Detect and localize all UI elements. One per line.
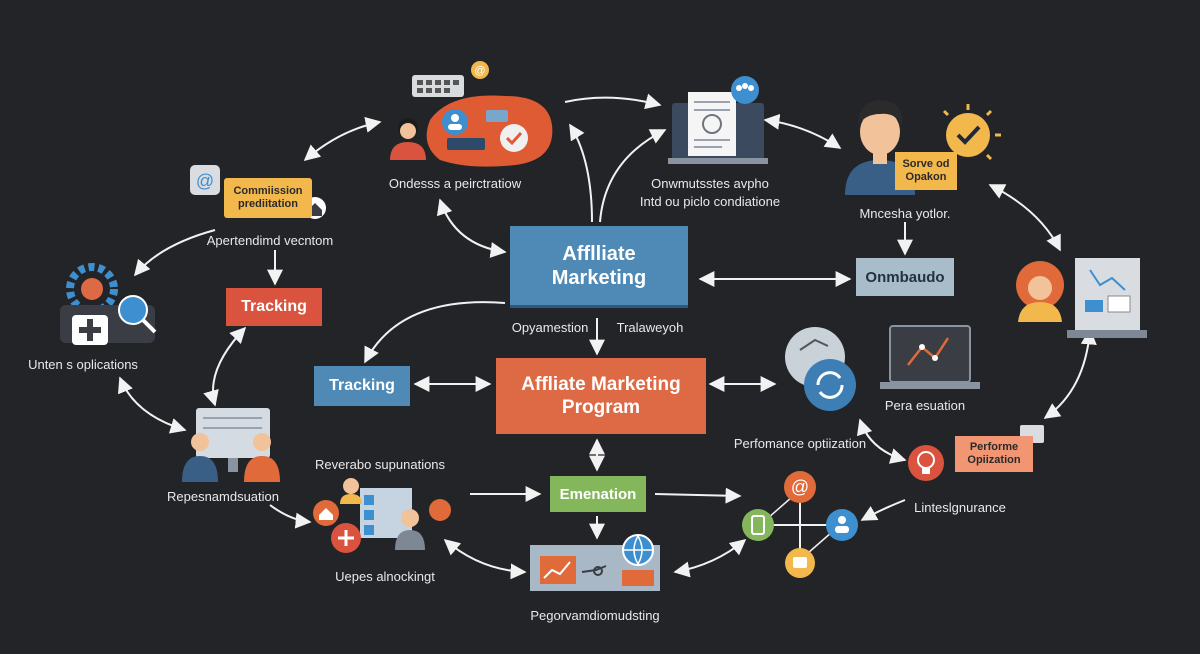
mobile-icon [742,509,774,541]
label-tralowey: Tralaweyoh [616,320,684,335]
arrow-left-to-people [118,376,187,434]
label-performance-optization: Perfomance optiization [733,436,867,451]
team-illustration [182,408,280,482]
affiliate-marketing-program-box[interactable]: Affliate Marketing Program [496,358,706,434]
arrow-optimization-to-bulb [856,418,907,464]
search-magnifier-icon [118,295,148,325]
arrow-center-up-right [599,129,667,223]
label-apertend: Apertendimd vecntom [206,233,334,248]
group-icon [731,76,759,104]
label-repesn: Repesnamdsuation [166,489,280,504]
tracking-box-left[interactable]: Tracking [226,288,322,326]
password-field-icon [447,138,485,150]
email-at-icon [190,165,220,195]
arrow-top-to-document [564,93,662,110]
optimization-illustration [785,325,980,411]
arrow-top-cluster-to-center [436,198,507,258]
label-uepes: Uepes alnockingt [335,569,435,584]
emenation-box[interactable]: Emenation [550,476,646,512]
at-badge-icon [471,61,489,79]
label-reverabo: Reverabo supunations [314,457,446,472]
label-pera: Pera esuation [884,398,966,413]
settings-badge-icon [429,499,451,521]
svg-text:@: @ [196,171,214,191]
check-icon [500,124,528,152]
document-illustration [668,76,768,164]
arrow-top-left-arc [303,116,382,162]
label-opyamestion: Opyamestion [511,320,589,335]
arrow-chart-to-network [673,538,747,578]
network-at-icon [784,471,816,503]
arrow-people-to-bottom [269,504,312,529]
network-user-icon [826,509,858,541]
gear-cluster-illustration [60,263,157,345]
performance-note: Performe Opiization [955,436,1033,472]
arrow-emenation-to-network [654,487,742,504]
commission-note: Commiission prediitation [224,178,312,218]
lightbulb-icon [908,445,944,481]
label-lintesign: Linteslgnurance [914,500,1006,515]
sun-check-icon [946,113,990,157]
label-pegorv: Pegorvamdiomudsting [530,608,660,623]
keyboard-icon [412,75,464,97]
svg-text:@: @ [791,477,809,497]
tracking-box-center[interactable]: Tracking [314,366,410,406]
onmbaudo-box[interactable]: Onmbaudo [856,258,954,296]
arrow-bottom-to-chart [443,538,527,580]
workflow-illustration [313,478,451,553]
arrow-tracking-to-bottom-left [203,326,247,407]
label-onwmuts-line1: Onwmutsstes avpho [651,176,769,191]
refresh-icon [804,359,856,411]
network-illustration: @ [742,471,858,578]
arrow-center-up-left [569,123,593,223]
label-unten: Unten s oplications [28,357,138,372]
svg-text:@: @ [474,65,485,77]
arrow-bulb-to-network [860,499,906,521]
top-cluster-illustration: @ [390,61,553,167]
label-onwmuts-line2: Intd ou piclo condiatione [639,194,781,209]
label-mncesha: Mncesha yotlor. [859,206,951,221]
arrow-left-commission [133,229,216,277]
serve-note: Sorve od Opakon [895,152,957,190]
analytics-illustration [530,534,660,591]
arrow-document-to-person [763,113,842,149]
lightbulb-illustration [908,425,1044,481]
arrow-right-arc [988,184,1061,252]
arrow-right-lower-arc [1043,328,1097,419]
analyst-illustration [1016,258,1147,338]
affiliate-marketing-box[interactable]: Afflliate Marketing [510,226,688,308]
arrow-program-loop [364,301,506,364]
label-ondess: Ondesss a peirctratiow [388,176,522,191]
connectors [118,93,1097,580]
